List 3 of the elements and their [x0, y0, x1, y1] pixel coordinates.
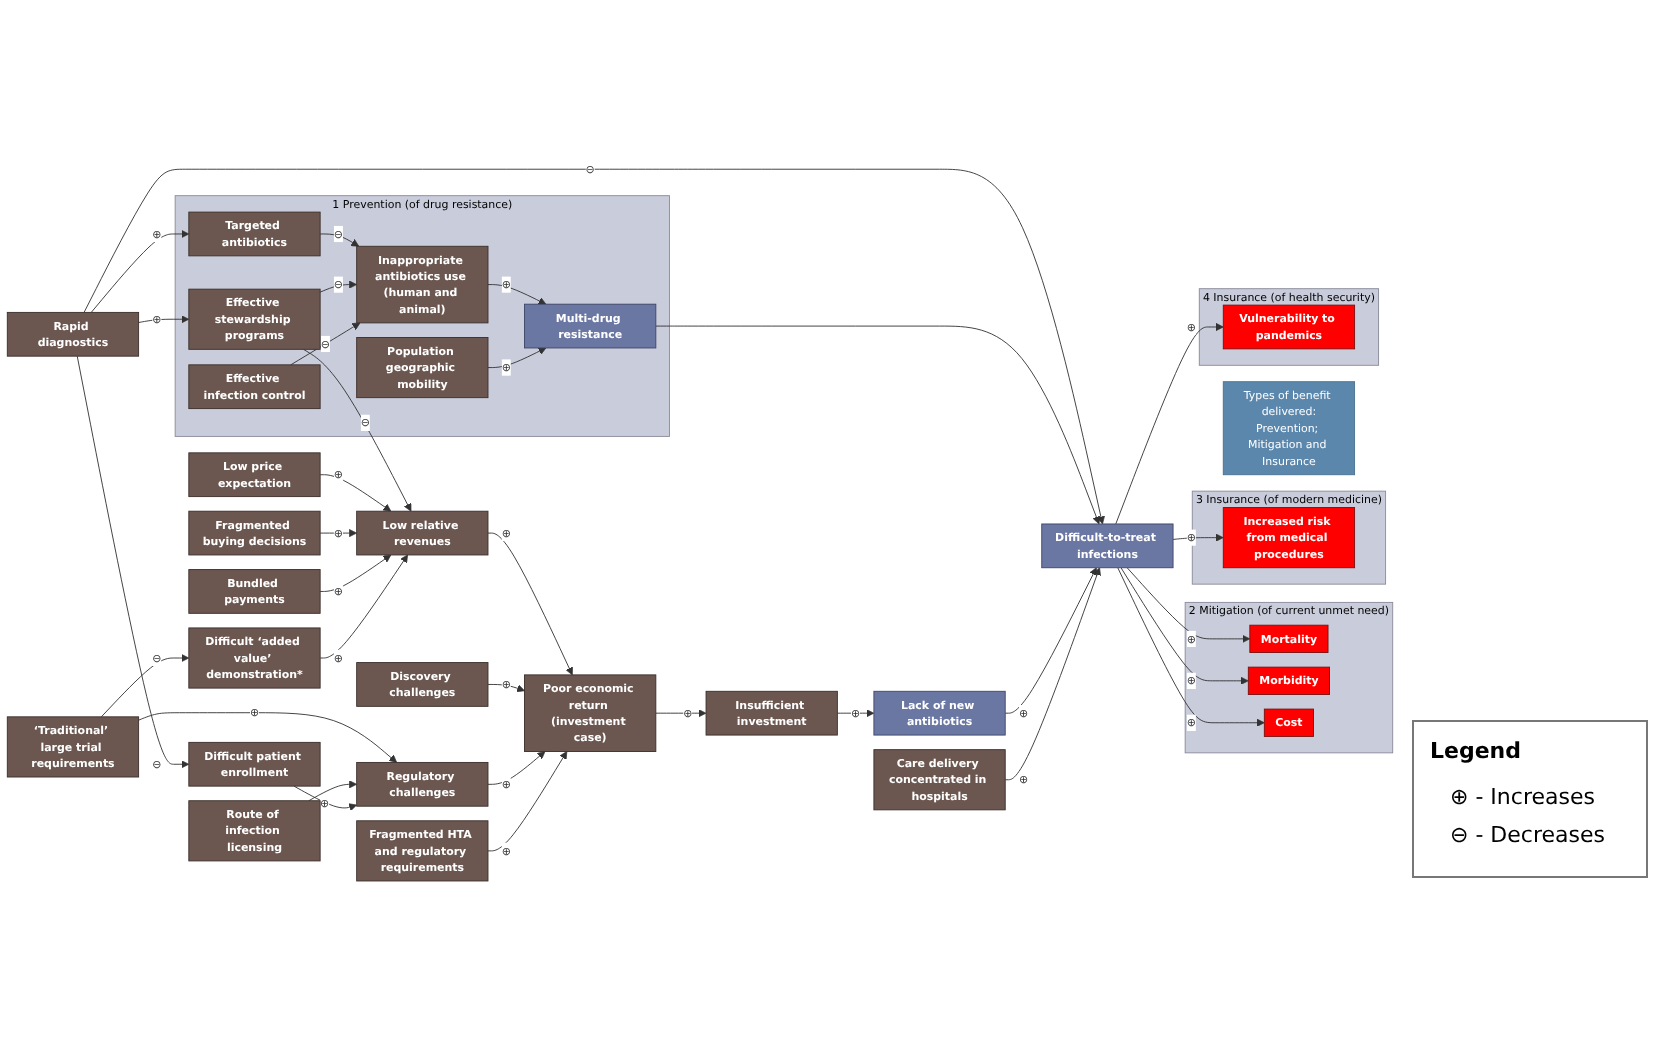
legend-entry: ⊖ - Decreases	[1450, 822, 1607, 848]
legend-entry: ⊕ - Increases	[1450, 784, 1597, 810]
legend-title: Legend	[1430, 738, 1524, 764]
